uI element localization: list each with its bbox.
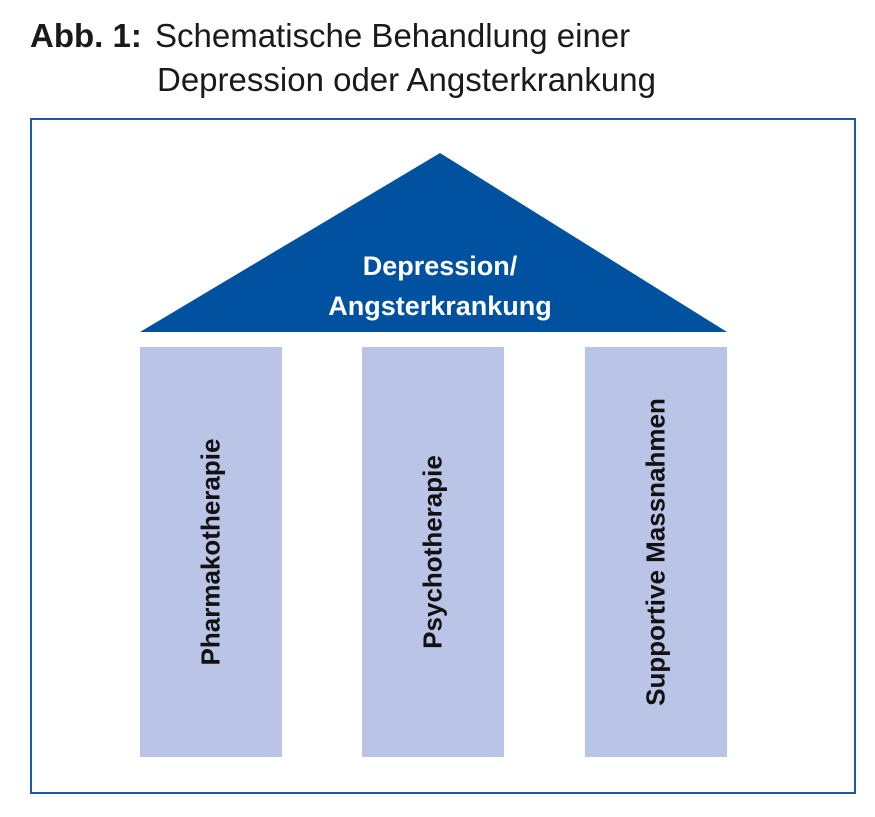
figure-label: Abb. 1:: [30, 17, 142, 54]
pillar-pharmakotherapie: Pharmakotherapie: [140, 347, 282, 757]
roof-label: Depression/ Angsterkrankung: [240, 246, 640, 326]
figure-title-line1: Schematische Behandlung einer: [155, 17, 631, 54]
roof-triangle: [140, 153, 727, 332]
roof-label-line1: Depression/: [362, 251, 518, 281]
pillar-supportive-massnahmen: Supportive Massnahmen: [585, 347, 727, 757]
figure-caption: Abb. 1: Schematische Behandlung einer De…: [30, 14, 656, 98]
pillar-psychotherapie: Psychotherapie: [362, 347, 504, 757]
roof-label-line2: Angsterkrankung: [328, 291, 552, 321]
pillar-label: Pharmakotherapie: [195, 438, 226, 666]
diagram-frame: [30, 118, 856, 794]
pillar-label: Psychotherapie: [417, 455, 448, 649]
pillar-label: Supportive Massnahmen: [640, 398, 671, 706]
figure-title-line2: Depression oder Angsterkrankung: [157, 61, 656, 98]
